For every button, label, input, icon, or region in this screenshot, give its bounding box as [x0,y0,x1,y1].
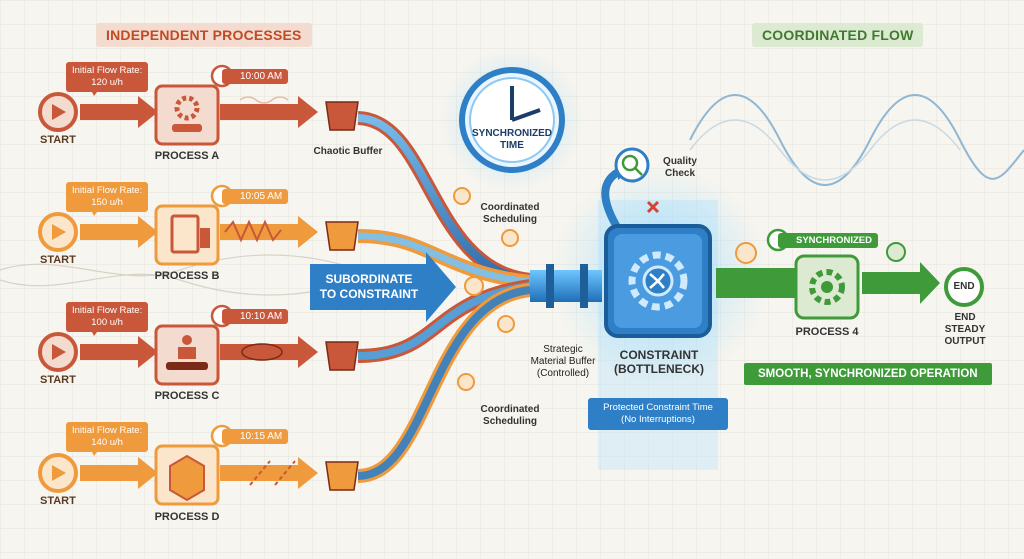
protected-line-1: Protected Constraint Time [603,402,713,413]
coordinated-scheduling-bottom: Coordinated Scheduling [470,404,550,428]
buffer-buckets [325,101,359,491]
flow-rate-callout-a: Initial Flow Rate: 120 u/h [66,62,149,92]
flow-rate-value: 120 u/h [91,77,123,88]
coordinated-wave-2 [689,119,961,181]
flow-rate-value: 140 u/h [91,437,123,448]
end-circle [944,267,984,307]
process-d-label: PROCESS D [154,511,220,523]
process-c-label: PROCESS C [154,390,220,402]
flow-rate-value: 100 u/h [91,317,123,328]
header-independent-processes: INDEPENDENT PROCESSES [96,23,312,47]
subordinate-line-1: SUBORDINATE [325,272,413,286]
coordination-icons [453,187,519,391]
synchronized-time-label: SYNCHRONIZED TIME [470,128,554,152]
chaotic-buffer-label: Chaotic Buffer [313,146,383,157]
timestamp-c: 10:10 AM [222,309,289,324]
constraint-line-2: (BOTTLENECK) [614,362,704,376]
protected-constraint-time-badge: Protected Constraint Time (No Interrupti… [588,398,728,430]
coordinated-wave-1 [689,94,1024,186]
green-arrow-1 [716,268,800,298]
flow-rate-callout-d: Initial Flow Rate: 140 u/h [66,422,149,452]
flow-rate-title: Initial Flow Rate: [72,305,143,316]
quality-line-1: Quality [663,156,697,167]
process-icons [154,84,220,506]
strategic-line-1: Strategic [543,344,583,355]
start-circles [38,92,78,493]
start-label-c: START [40,374,76,386]
sync-time-line-1: SYNCHRONIZED [471,128,552,139]
header-coordinated-flow: COORDINATED FLOW [752,23,924,47]
strategic-buffer-label: Strategic Material Buffer (Controlled) [518,344,608,380]
protected-line-2: (No Interruptions) [621,414,695,425]
process-b-label: PROCESS B [154,270,220,282]
converging-pipes [357,111,532,483]
flow-rate-title: Initial Flow Rate: [72,65,143,76]
quality-check-label: Quality Check [650,156,710,180]
smooth-operation-banner: SMOOTH, SYNCHRONIZED OPERATION [744,363,992,385]
constraint-line-1: CONSTRAINT [619,348,699,362]
end-line-1: END [954,312,976,323]
timestamp-a: 10:00 AM [222,69,289,84]
start-label-b: START [40,254,76,266]
flow-rate-value: 150 u/h [91,197,123,208]
end-circle-label: END [953,281,975,292]
coord-line-2: Scheduling [483,416,537,427]
flow-rate-title: Initial Flow Rate: [72,185,143,196]
callout-pointers [90,88,100,456]
coordinated-scheduling-top: Coordinated Scheduling [470,202,550,226]
coord-line-1: Coordinated [480,404,540,415]
subordinate-arrow [310,252,456,322]
coord-line-1: Coordinated [480,202,540,213]
strategic-line-3: (Controlled) [536,368,590,379]
subordinate-line-2: TO CONSTRAINT [319,287,419,301]
flow-rate-callout-b: Initial Flow Rate: 150 u/h [66,182,149,212]
sync-time-line-2: TIME [500,140,524,151]
strategic-line-2: Material Buffer [530,356,596,367]
flow-rate-title: Initial Flow Rate: [72,425,143,436]
end-line-2: STEADY [944,324,986,335]
end-line-3: OUTPUT [944,336,986,347]
constraint-label: CONSTRAINT (BOTTLENECK) [604,348,714,376]
process-4-label: PROCESS 4 [795,326,859,338]
flow-rate-callout-c: Initial Flow Rate: 100 u/h [66,302,149,332]
output-arrows [220,96,318,489]
timestamp-d: 10:15 AM [222,429,289,444]
process-a-label: PROCESS A [154,150,220,162]
coord-line-2: Scheduling [483,214,537,225]
start-label-a: START [40,134,76,146]
main-pipe [530,270,602,302]
input-arrows [80,96,158,489]
end-steady-output-label: END STEADY OUTPUT [940,312,990,348]
quality-line-2: Check [664,168,695,179]
subordinate-to-constraint-label: SUBORDINATE TO CONSTRAINT [312,272,426,302]
synchronized-badge: SYNCHRONIZED [778,233,879,248]
timestamp-b: 10:05 AM [222,189,289,204]
start-label-d: START [40,495,76,507]
